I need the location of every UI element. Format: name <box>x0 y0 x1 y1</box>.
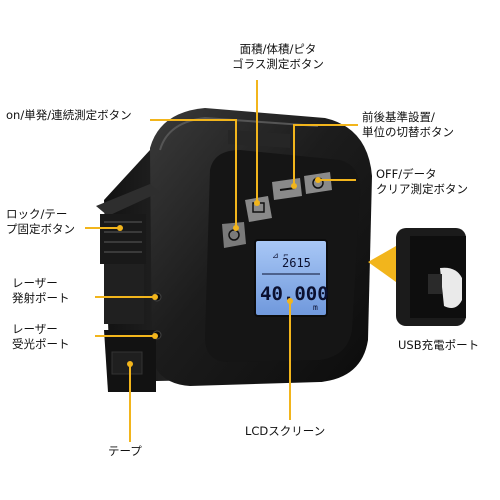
lcd-unit: m <box>313 303 318 312</box>
label-single-button-line1: on/単発/連続測定ボタン <box>6 108 132 122</box>
label-off-button: OFF/データ クリア測定ボタン <box>376 167 468 197</box>
label-area-button-line2: ゴラス測定ボタン <box>232 57 324 71</box>
label-off-button-line2: クリア測定ボタン <box>376 182 468 196</box>
label-laser-receive: レーザー 受光ポート <box>12 322 70 352</box>
label-base-button: 前後基準設置/ 単位の切替ボタン <box>362 110 454 140</box>
label-lcd-screen-line1: LCDスクリーン <box>245 424 326 438</box>
lcd-main-reading: 40.000 <box>260 283 329 305</box>
label-laser-emit: レーザー 発射ポート <box>12 276 70 306</box>
lock-lever <box>96 184 160 324</box>
label-lock-button-line1: ロック/テー <box>6 207 68 221</box>
label-area-button-line1: 面積/体積/ピタ <box>239 42 317 56</box>
label-lock-button: ロック/テー プ固定ボタン <box>6 207 75 237</box>
label-laser-receive-line2: 受光ポート <box>12 337 70 351</box>
callout-lines <box>85 80 358 442</box>
label-single-button: on/単発/連続測定ボタン <box>6 108 132 123</box>
label-lock-button-line2: プ固定ボタン <box>6 222 75 236</box>
label-base-button-line2: 単位の切替ボタン <box>362 125 454 139</box>
label-lcd-screen: LCDスクリーン <box>245 424 325 439</box>
label-base-button-line1: 前後基準設置/ <box>362 110 435 124</box>
label-usb-port-line1: USB充電ポート <box>398 338 480 352</box>
label-usb-port: USB充電ポート <box>398 338 479 353</box>
label-tape: テープ <box>108 444 142 459</box>
label-laser-emit-line2: 発射ポート <box>12 291 70 305</box>
svg-text:⊿ ⌐: ⊿ ⌐ <box>272 251 289 260</box>
label-laser-receive-line1: レーザー <box>12 322 58 336</box>
label-tape-line1: テープ <box>108 444 142 458</box>
lcd-small-reading: 2615 <box>282 256 311 270</box>
label-laser-emit-line1: レーザー <box>12 276 58 290</box>
lcd-screen: ⊿ ⌐ 2615 40.000 m <box>254 239 329 317</box>
label-off-button-line1: OFF/データ <box>376 167 437 181</box>
label-area-button: 面積/体積/ピタ ゴラス測定ボタン <box>218 42 338 72</box>
area-button[interactable] <box>245 196 272 222</box>
usb-port-detail <box>368 228 466 326</box>
